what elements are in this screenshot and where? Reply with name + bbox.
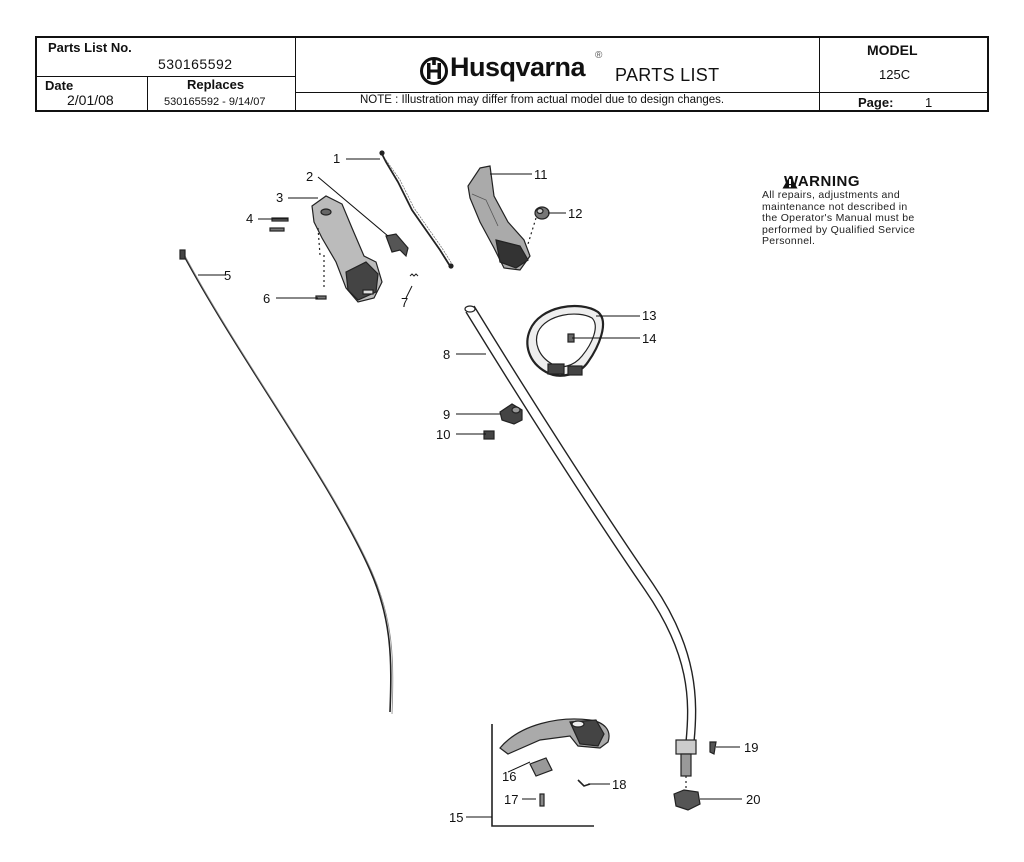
callout-2: 2 [306,169,313,184]
callout-19: 19 [744,740,758,755]
warning-text: All repairs, adjustments and maintenance… [762,189,962,248]
part-17-screw [539,793,545,807]
parts-list-header: Parts List No. 530165592 Date 2/01/08 Re… [35,36,989,112]
parts-list-number: 530165592 [158,56,233,72]
part-7-spring [409,273,419,277]
model-label: MODEL [867,42,918,58]
callout-9: 9 [443,407,450,422]
warning-notice: WARNING All repairs, adjustments and mai… [762,174,962,248]
part-12-knob [527,206,550,245]
warning-title: WARNING [784,173,860,190]
warning-line: Personnel. [762,235,816,247]
header-divider [147,76,148,110]
part-19-clip [709,741,717,755]
replaces-value: 530165592 - 9/14/07 [164,96,266,108]
brand-wordmark: Husqvarna [450,52,586,82]
callout-16: 16 [502,769,516,784]
page-label: Page: [858,95,894,110]
part-9-clamp [499,403,523,425]
part-15-guard [499,718,610,755]
part-3-handle-housing [311,195,383,303]
callout-15: 15 [449,810,463,825]
replaces-label: Replaces [187,77,245,92]
callout-numbers: 1 2 3 4 5 6 7 8 9 10 11 12 13 14 15 16 1… [224,151,760,825]
illustration-note: NOTE : Illustration may differ from actu… [360,94,725,106]
header-divider [295,38,296,110]
callout-10: 10 [436,427,450,442]
header-divider [295,92,819,93]
part-10-nut [483,430,495,440]
callout-leader-lines [198,158,742,818]
callout-1: 1 [333,151,340,166]
callout-3: 3 [276,190,283,205]
part-11-handle-bracket [467,165,531,271]
callout-20: 20 [746,792,760,807]
callout-7: 7 [401,295,408,310]
date-label: Date [45,78,74,93]
header-divider [37,76,295,77]
callout-18: 18 [612,777,626,792]
part-13-loop-handle [526,304,605,377]
part-15-group-bracket [491,724,594,827]
callout-4: 4 [246,211,253,226]
callout-5: 5 [224,268,231,283]
callout-17: 17 [504,792,518,807]
part-8-drive-tube [464,305,697,777]
callout-6: 6 [263,291,270,306]
document-title: PARTS LIST [615,65,720,85]
callout-11: 11 [534,167,548,182]
header-divider [819,92,989,93]
part-18-screw [577,779,591,787]
warning-line: All repairs, adjustments and [762,189,900,201]
part-1-throttle-cable [379,150,454,269]
part-5-drive-cable [179,249,394,715]
warning-line: maintenance not described in [762,200,908,213]
part-20-nut [673,776,701,811]
registered-mark: ® [595,50,603,61]
warning-triangle-icon [782,175,798,189]
warning-line: the Operator's Manual must be [762,212,915,224]
page-number: 1 [925,95,933,110]
callout-12: 12 [568,206,582,221]
model-value: 125C [879,67,911,82]
part-2-throttle-trigger [385,233,409,258]
husqvarna-crown-logo-icon [420,57,448,85]
callout-13: 13 [642,308,656,323]
date-value: 2/01/08 [67,92,114,108]
callout-8: 8 [443,347,450,362]
parts-list-no-label: Parts List No. [48,40,132,55]
part-4-screws [269,217,289,232]
callout-14: 14 [642,331,656,346]
part-16-line-blade [529,757,553,777]
header-divider [819,38,820,110]
warning-line: performed by Qualified Service [762,223,916,236]
